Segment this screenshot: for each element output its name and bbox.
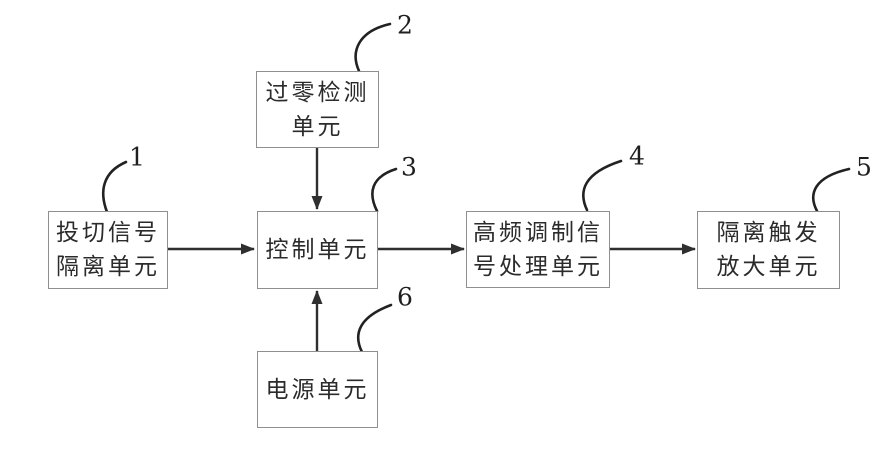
unit-label-isolation-trigger-amplifier: 隔离触发 放大单元 [716,220,821,280]
box-isolation-trigger-amplifier-unit: 隔离触发 放大单元 [697,211,840,289]
leader-line-2 [354,22,392,73]
ref-label-2: 2 [397,10,413,40]
ref-label-4: 4 [629,141,645,171]
box-control-unit: 控制单元 [257,211,378,289]
leader-line-6 [357,303,393,354]
box-power-supply-unit: 电源单元 [257,351,378,428]
leader-line-3 [371,167,398,213]
box-zero-crossing-detection-unit: 过零检测 单元 [256,71,379,148]
box-hf-modulation-signal-processing-unit: 高频调制信 号处理单元 [466,211,610,288]
unit-label-control: 控制单元 [265,237,370,263]
leader-line-1 [101,160,128,214]
unit-label-hf-modulation-signal-processing: 高频调制信 号处理单元 [473,219,603,280]
unit-label-switching-signal-isolation: 投切信号 隔离单元 [56,220,160,280]
leader-line-4 [582,159,623,212]
ref-label-5: 5 [856,152,872,182]
ref-label-3: 3 [401,152,417,182]
unit-label-zero-crossing-detection: 过零检测 单元 [265,79,370,140]
unit-label-power-supply: 电源单元 [265,376,370,403]
ref-label-1: 1 [129,142,145,172]
box-switching-signal-isolation-unit: 投切信号 隔离单元 [48,211,168,289]
leader-line-5 [812,167,851,213]
ref-label-6: 6 [397,282,413,312]
